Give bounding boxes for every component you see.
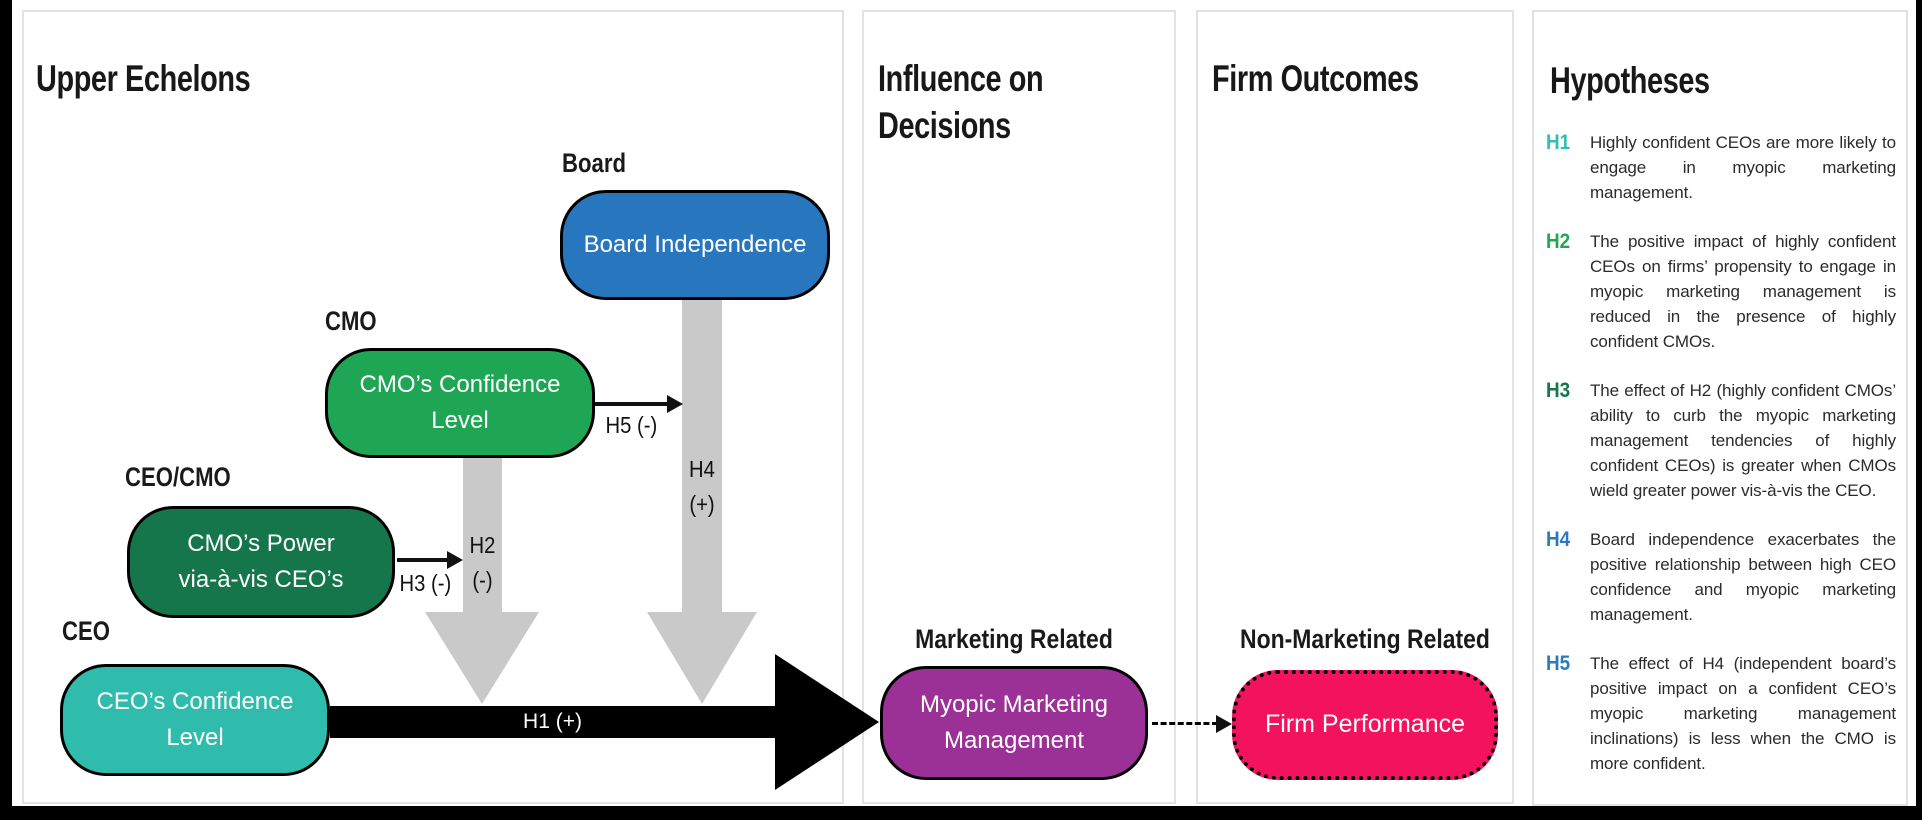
firm-outcomes-title: Firm Outcomes: [1212, 57, 1419, 99]
h4-moderation-arrow-shaft: [682, 300, 722, 618]
bottom-black-edge: [0, 806, 1922, 820]
h2-moderation-arrow-shaft: [463, 458, 502, 618]
mediation-dashed-arrowhead-icon: [1216, 715, 1232, 733]
mediation-dashed-arrow-line: [1152, 722, 1218, 725]
hypothesis-item-h4: H4 Board independence exacerbates the po…: [1546, 527, 1896, 627]
h5-arrowhead-icon: [667, 395, 683, 413]
cmo-group-label: CMO: [325, 306, 377, 336]
hypotheses-title: Hypotheses: [1550, 59, 1710, 101]
node-ceo-confidence-level: CEO’s Confidence Level: [60, 664, 330, 776]
node-cmo-power: CMO’s Power via-à-vis CEO’s: [127, 506, 395, 618]
h1-main-arrow: H1 (+): [330, 706, 775, 738]
hypothesis-text: Highly confident CEOs are more likely to…: [1590, 133, 1896, 202]
hypothesis-item-h2: H2 The positive impact of highly confide…: [1546, 229, 1896, 354]
board-group-label: Board: [562, 148, 626, 178]
h5-arrow-line: [595, 402, 669, 406]
h2-moderation-arrowhead-icon: [425, 612, 539, 704]
h3-arrow-label: H3 (-): [399, 570, 452, 596]
ceo-group-label: CEO: [62, 616, 110, 646]
upper-echelons-title: Upper Echelons: [36, 57, 251, 99]
h1-arrow-label: H1 (+): [523, 710, 582, 733]
left-black-edge: [0, 0, 12, 820]
hypotheses-list: H1 Highly confident CEOs are more likely…: [1546, 130, 1896, 776]
h2-arrow-label: H2 (-): [469, 532, 496, 593]
node-cmo-confidence-level: CMO’s Confidence Level: [325, 348, 595, 458]
hypothesis-item-h3: H3 The effect of H2 (highly confident CM…: [1546, 378, 1896, 503]
hypothesis-id: H3: [1546, 379, 1571, 402]
h5-arrow-label: H5 (-): [605, 412, 658, 438]
hypothesis-id: H5: [1546, 652, 1571, 675]
h4-moderation-arrowhead-icon: [647, 612, 757, 704]
panel-hypotheses: [1532, 10, 1908, 806]
hypothesis-item-h1: H1 Highly confident CEOs are more likely…: [1546, 130, 1896, 205]
marketing-related-label: Marketing Related: [915, 624, 1113, 654]
node-board-independence: Board Independence: [560, 190, 830, 300]
hypothesis-text: The effect of H4 (independent board’s po…: [1590, 654, 1896, 773]
right-black-edge: [1916, 0, 1922, 820]
node-myopic-marketing-management: Myopic Marketing Management: [880, 666, 1148, 780]
hypothesis-text: The effect of H2 (highly confident CMOs’…: [1590, 381, 1896, 500]
hypothesis-id: H2: [1546, 230, 1571, 253]
hypothesis-id: H4: [1546, 528, 1571, 551]
non-marketing-related-label: Non-Marketing Related: [1240, 624, 1490, 654]
h3-arrowhead-icon: [447, 551, 463, 569]
influence-on-decisions-title: Influence on Decisions: [878, 57, 1044, 147]
node-firm-performance: Firm Performance: [1232, 670, 1498, 780]
hypothesis-text: Board independence exacerbates the posit…: [1590, 530, 1896, 624]
hypothesis-id: H1: [1546, 131, 1571, 154]
h3-arrow-line: [397, 558, 449, 562]
ceo-cmo-group-label: CEO/CMO: [125, 462, 231, 492]
hypothesis-text: The positive impact of highly confident …: [1590, 232, 1896, 351]
h1-main-arrowhead-icon: [775, 654, 879, 790]
hypothesis-item-h5: H5 The effect of H4 (independent board’s…: [1546, 651, 1896, 776]
h4-arrow-label: H4 (+): [689, 456, 715, 517]
